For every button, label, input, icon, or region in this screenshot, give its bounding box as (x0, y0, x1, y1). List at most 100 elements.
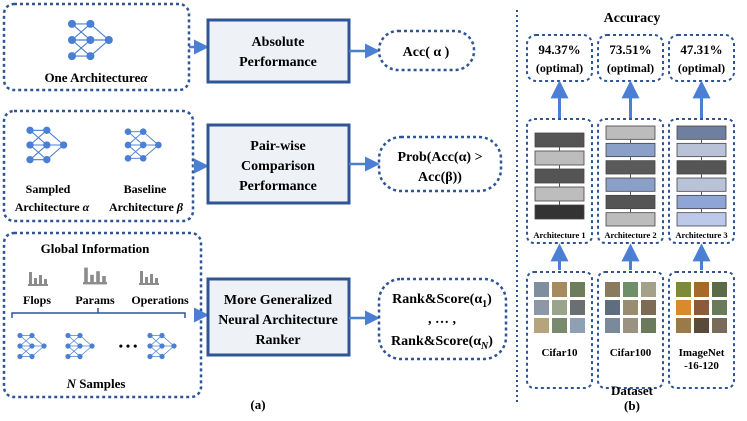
dataset-thumbnail (676, 318, 691, 333)
pairwise-label: Pair-wise (250, 139, 305, 154)
architecture-layer (534, 150, 585, 166)
prob-output-line1: Prob(Acc(α) > (397, 150, 482, 165)
dataset-thumbnail (641, 282, 656, 297)
dataset-thumbnail (534, 300, 549, 315)
sampled-architecture-label: Architecture α (15, 200, 90, 214)
architecture-box (526, 118, 593, 244)
dataset-box (597, 271, 664, 389)
dataset-name: ImageNet (679, 347, 725, 359)
flops-label: Flops (23, 293, 51, 307)
architecture-layer (605, 177, 656, 192)
architecture-layer (534, 168, 585, 184)
dataset-thumbnail (552, 318, 567, 333)
dataset-name: Cifar100 (610, 347, 652, 359)
accuracy-note: (optimal) (536, 61, 583, 75)
architecture-layer (534, 132, 585, 148)
dataset-thumbnail (712, 300, 727, 315)
dataset-thumbnail (641, 300, 656, 315)
rank-output-line1: Rank&Score(α1) (392, 292, 492, 310)
architecture-layer (605, 142, 656, 158)
ranker-box (206, 277, 351, 357)
dataset-thumbnail (623, 282, 638, 297)
dataset-thumbnail (534, 282, 549, 297)
architecture-layer (676, 194, 727, 210)
rank-output-line2: , … , (428, 312, 456, 327)
pairwise-comparison-box (206, 123, 351, 205)
sampled-label: Sampled (26, 182, 71, 196)
architecture-layer (605, 194, 656, 210)
n-samples-label: N Samples (66, 376, 126, 391)
dataset-box (526, 271, 593, 389)
architecture-layer (676, 160, 727, 175)
architecture-label: Architecture 2 (604, 230, 656, 240)
acc-output-box (377, 29, 476, 72)
ranker-label-2: Neural Architecture (218, 313, 338, 328)
sample-network-icon-2 (65, 332, 95, 360)
dataset-thumbnail (694, 300, 709, 315)
dataset-thumbnail (694, 282, 709, 297)
dataset-thumbnail (605, 318, 620, 333)
sample-network-icon-1 (17, 332, 47, 360)
one-architecture-box (2, 2, 191, 92)
global-information-box (2, 231, 203, 399)
dataset-thumbnail (605, 282, 620, 297)
architecture-layer (534, 204, 585, 220)
dataset-name: Cifar10 (541, 347, 578, 359)
dataset-thumbnail (605, 300, 620, 315)
architecture-layer (676, 125, 727, 140)
operations-label: Operations (131, 293, 189, 307)
rank-output-line3: Rank&Score(αN) (391, 334, 493, 352)
architecture-layer (534, 186, 585, 202)
dataset-thumbnail (712, 282, 727, 297)
prob-output-box (377, 135, 503, 193)
dataset-thumbnail (694, 318, 709, 333)
sampled-network-icon (25, 126, 68, 164)
global-information-title: Global Information (41, 241, 150, 256)
one-architecture-caption: One Architectureα (44, 70, 148, 85)
performance-label: Performance (239, 55, 317, 70)
dataset-thumbnail (676, 282, 691, 297)
ranker-label-1: More Generalized (224, 293, 332, 308)
architecture-label: Architecture 3 (675, 230, 727, 240)
samples-ellipsis: • • • (119, 339, 138, 353)
dataset-thumbnail (570, 300, 585, 315)
flops-bar-icon (28, 272, 48, 286)
absolute-label: Absolute (252, 35, 305, 50)
acc-output: Acc( α ) (403, 45, 450, 60)
accuracy-value: 47.31% (680, 42, 722, 57)
caption-b: (b) (624, 398, 640, 413)
accuracy-note: (optimal) (607, 61, 654, 75)
accuracy-note: (optimal) (678, 61, 725, 75)
params-label: Params (75, 293, 115, 307)
ranker-label-3: Ranker (255, 333, 300, 348)
network-icon (67, 19, 114, 61)
accuracy-value: 94.37% (538, 42, 580, 57)
architecture-box (668, 118, 735, 244)
architecture-layer (605, 212, 656, 227)
dataset-box (668, 271, 735, 389)
brace (11, 308, 186, 318)
sample-network-icon-3 (147, 332, 177, 360)
prob-output-line2: Acc(β)) (418, 170, 462, 185)
dataset-thumbnail (534, 318, 549, 333)
accuracy-value: 73.51% (609, 42, 651, 57)
operations-bar-icon (139, 271, 159, 285)
params-bar-icon (83, 267, 107, 285)
dataset-thumbnail (676, 300, 691, 315)
dataset-footer: Dataset (611, 383, 654, 398)
baseline-network-icon (124, 127, 163, 163)
caption-a: (a) (250, 397, 265, 412)
architecture-layer (676, 177, 727, 192)
dataset-thumbnail (623, 318, 638, 333)
baseline-label: Baseline (124, 182, 167, 196)
performance-label-2: Performance (239, 179, 317, 194)
architecture-layer (676, 212, 727, 227)
dataset-thumbnail (552, 282, 567, 297)
dataset-thumbnail (570, 282, 585, 297)
accuracy-title: Accuracy (604, 11, 661, 26)
architecture-layer (605, 125, 656, 140)
dataset-name-2: -16-120 (684, 360, 719, 372)
architecture-layer (676, 142, 727, 158)
architecture-label: Architecture 1 (533, 230, 585, 240)
